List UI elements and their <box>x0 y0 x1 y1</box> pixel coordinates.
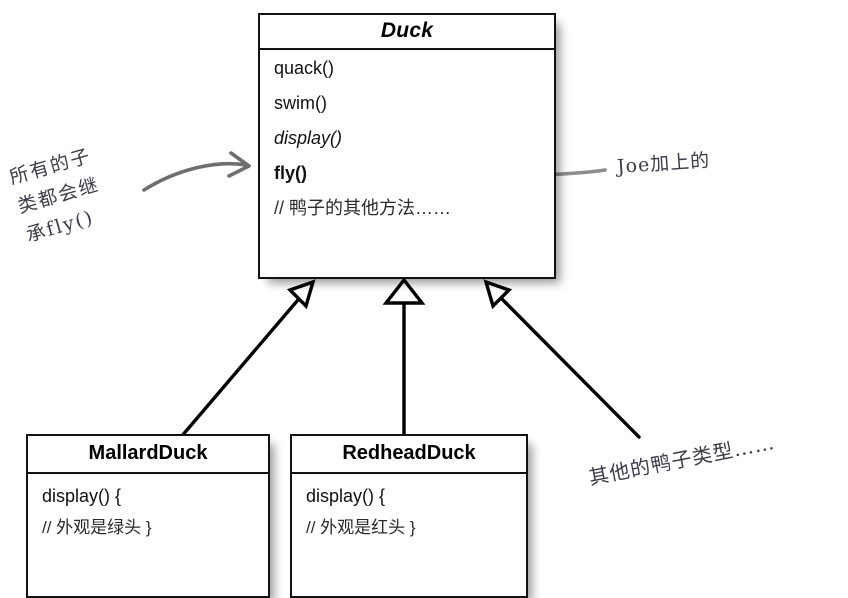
method-quack: quack() <box>274 58 335 78</box>
class-members-duck: quack() swim() display() fly() // 鸭子的其他方… <box>260 50 554 218</box>
method-swim: swim() <box>274 93 327 113</box>
class-box-redheadduck[interactable]: RedheadDuck display() { // 外观是红头 } <box>290 434 528 598</box>
class-title-duck: Duck <box>260 15 554 50</box>
generalization-otherducks-to-duck <box>483 279 641 439</box>
method-display-redheadduck: display() { <box>306 486 386 506</box>
annotation-all-subclasses-inherit-fly: 所有的子 类都会继 承fly() <box>6 141 112 251</box>
method-display: display() <box>274 128 343 148</box>
generalization-redhead-to-duck <box>382 277 426 438</box>
inheritance-triangle-right <box>483 279 513 310</box>
class-comment-redheadduck: // 外观是红头 } <box>306 518 416 537</box>
inheritance-triangle-middle <box>382 277 426 305</box>
method-display-mallardduck: display() { <box>42 486 122 506</box>
class-members-mallardduck: display() { // 外观是绿头 } <box>28 474 268 538</box>
annotation-other-duck-types: 其他的鸭子类型…… <box>586 429 777 490</box>
inheritance-triangle-left <box>286 279 316 310</box>
class-box-duck[interactable]: Duck quack() swim() display() fly() // 鸭… <box>258 13 556 279</box>
class-title-redheadduck: RedheadDuck <box>292 436 526 474</box>
class-members-redheadduck: display() { // 外观是红头 } <box>292 474 526 538</box>
annotation-joe-added: Joe加上的 <box>616 149 711 178</box>
generalization-mallard-to-duck <box>179 279 316 439</box>
class-box-mallardduck[interactable]: MallardDuck display() { // 外观是绿头 } <box>26 434 270 598</box>
class-comment-duck: // 鸭子的其他方法…… <box>274 198 452 218</box>
class-title-mallardduck: MallardDuck <box>28 436 268 474</box>
annotation-arrow-inherit <box>142 151 251 192</box>
class-comment-mallardduck: // 外观是绿头 } <box>42 518 152 537</box>
method-fly: fly() <box>274 163 307 183</box>
